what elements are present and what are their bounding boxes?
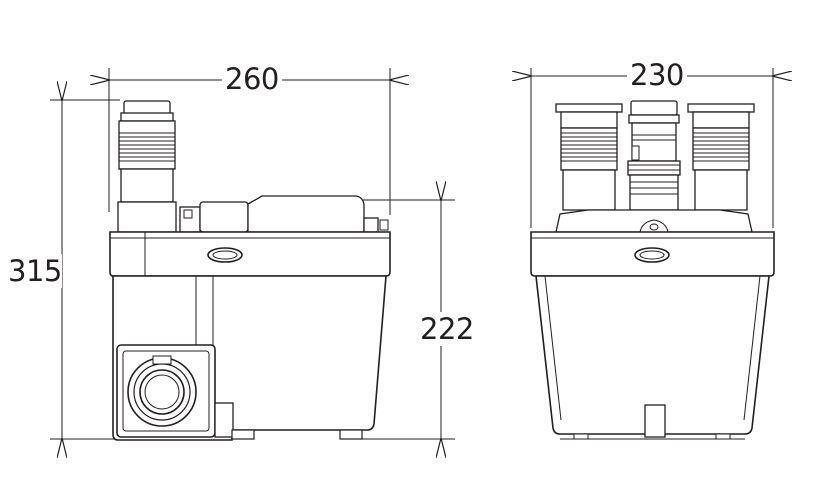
vertical-inlet-pipe [117,100,177,233]
dimension-height-315 [50,100,120,439]
front-left-pipe [555,103,623,211]
front-right-pipe [687,103,755,211]
dimension-label-height-222: 222 [420,312,474,346]
lid-band [109,231,391,277]
outlet-port [116,344,216,438]
side-view [50,68,455,440]
dimension-label-width-260: 260 [222,64,282,94]
front-top-cap [555,209,753,233]
motor-housing [179,195,389,233]
front-view [530,68,775,440]
front-center-pipe [627,100,681,211]
base-feet [214,402,363,440]
dimension-label-height-315: 315 [8,254,62,288]
dimension-label-width-230: 230 [627,60,687,90]
front-base-feet [560,404,745,440]
front-tank-body [535,275,770,435]
front-lid-band [530,231,775,277]
